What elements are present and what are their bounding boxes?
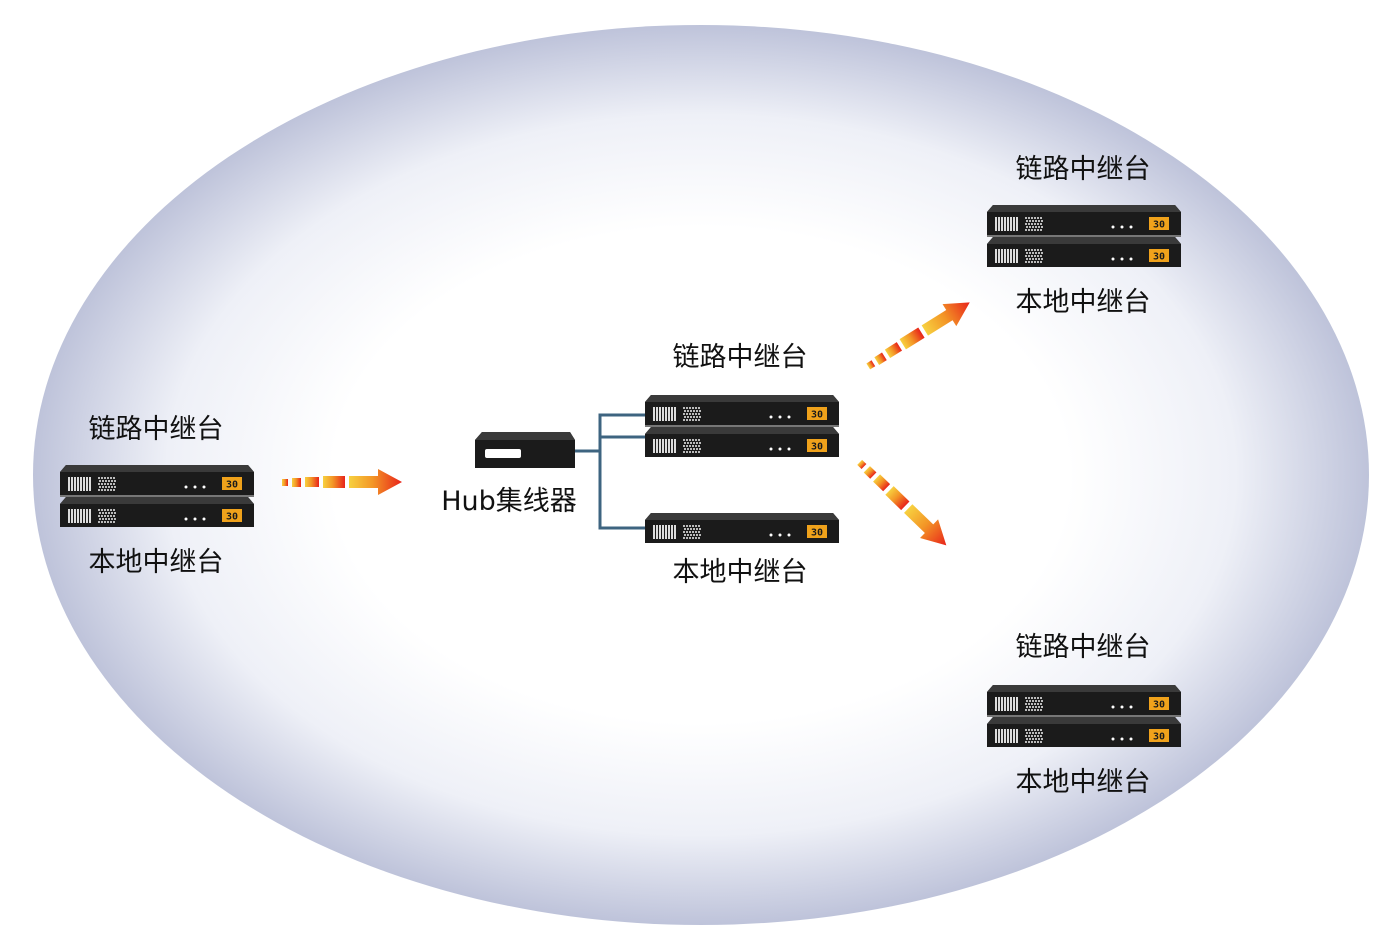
- right-lower-link-relay-label: 链路中继台: [1015, 632, 1151, 663]
- right-lower-relay-server-icon: [987, 685, 1181, 747]
- center-local-relay-icon: [645, 513, 839, 543]
- center-link-relay-label: 链路中继台: [672, 342, 808, 373]
- right-upper-relay-server-icon: [987, 205, 1181, 267]
- right-lower-local-relay-label: 本地中继台: [1015, 767, 1151, 798]
- center-relay-server-icon: [645, 395, 839, 457]
- hub-connector-lines: [575, 413, 645, 530]
- left-local-relay-label: 本地中继台: [88, 547, 224, 578]
- left-link-relay-label: 链路中继台: [88, 414, 224, 445]
- center-local-relay-label: 本地中继台: [672, 557, 808, 588]
- hub-label: Hub集线器: [441, 486, 577, 517]
- right-upper-local-relay-label: 本地中继台: [1015, 287, 1151, 318]
- left-relay-server-icon: [60, 465, 254, 527]
- right-upper-link-relay-label: 链路中继台: [1015, 154, 1151, 185]
- hub-icon: [475, 432, 575, 468]
